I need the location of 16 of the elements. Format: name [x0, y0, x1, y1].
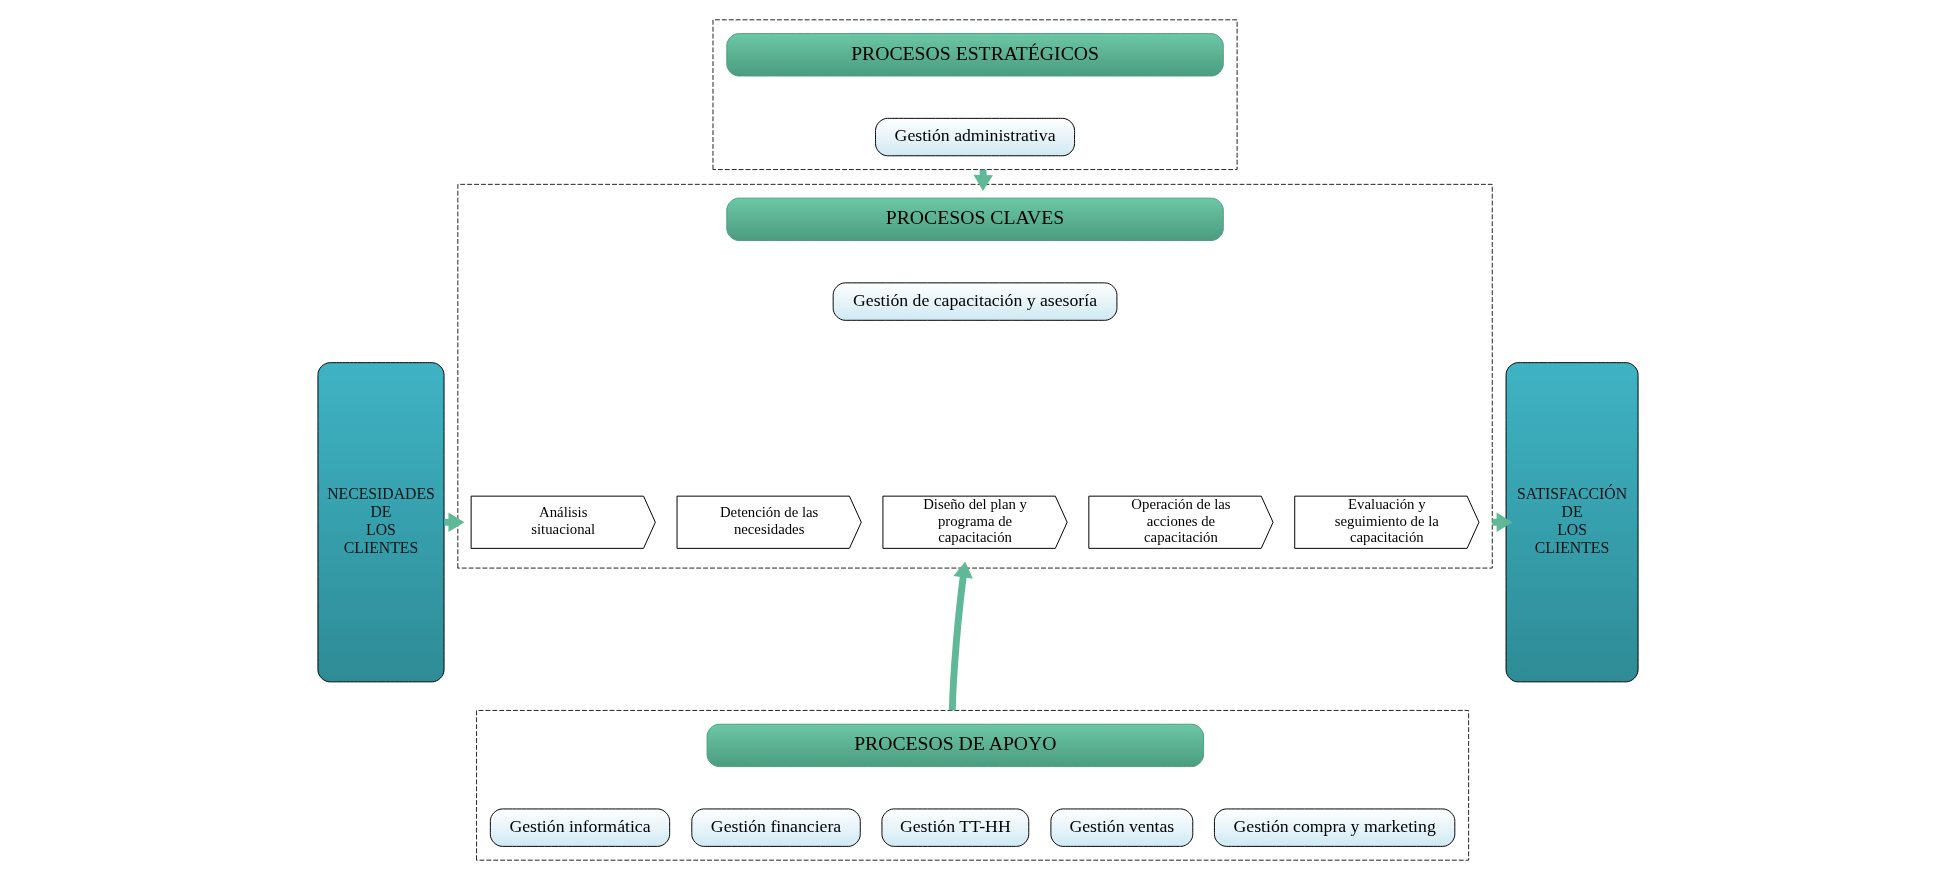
node-box: Gestión TT-HH	[880, 808, 1029, 847]
cluster	[475, 709, 1469, 861]
cluster	[456, 183, 1493, 569]
node-box: Gestión de capacitación y asesoría	[832, 282, 1117, 321]
node-box: Gestión ventas	[1049, 808, 1193, 847]
node-box: PROCESOS DE APOYO	[706, 723, 1204, 768]
node-box: NECESIDADES DE LOS CLIENTES	[316, 362, 445, 683]
node-box: PROCESOS CLAVES	[725, 197, 1224, 241]
cluster	[712, 19, 1238, 171]
node-box: PROCESOS ESTRATÉGICOS	[725, 33, 1224, 77]
arrow	[948, 561, 973, 711]
node-box: Gestión financiera	[690, 808, 861, 847]
node-box: Gestión informática	[489, 808, 670, 847]
node-box: Gestión administrativa	[874, 117, 1075, 157]
node-box: Gestión compra y marketing	[1213, 808, 1455, 847]
node-box: SATISFACCIÓN DE LOS CLIENTES	[1505, 362, 1639, 683]
